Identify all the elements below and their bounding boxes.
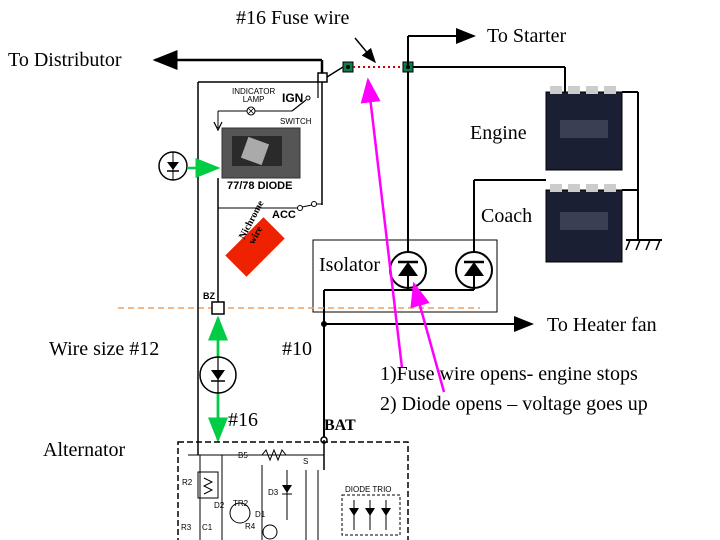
- diode-trio: [341, 494, 401, 536]
- alternator-diode: [199, 356, 237, 394]
- engine-label: Engine: [470, 122, 527, 144]
- wire-16-label: #16: [228, 409, 258, 431]
- callout-fuse-arrow: [360, 77, 404, 369]
- ign-terminal: [317, 72, 328, 83]
- coach-label: Coach: [481, 205, 533, 227]
- d2-label: D2: [214, 501, 225, 510]
- callout-diode-arrow: [410, 281, 446, 393]
- isolator-diode-coach: [455, 251, 493, 290]
- ground-symbol: [625, 239, 662, 251]
- d1-label: D1: [255, 510, 266, 519]
- wire-size-12-label: Wire size #12: [49, 338, 160, 360]
- r4-label: R4: [245, 522, 256, 531]
- s-label: S: [303, 457, 309, 466]
- engine-battery: [545, 86, 623, 171]
- bat-label: BAT: [324, 417, 356, 434]
- fuse-label-arrow: [354, 37, 376, 64]
- alternator-box: [177, 441, 409, 540]
- isolator-label: Isolator: [319, 254, 381, 276]
- bz-label: BZ: [203, 291, 215, 301]
- diode-trio-label: DIODE TRIO: [345, 485, 392, 494]
- indicator-diode-left: [158, 151, 188, 181]
- isolator-diode-engine: [389, 251, 427, 290]
- tr2-label: TR2: [233, 499, 249, 508]
- ign-label: IGN: [282, 91, 304, 105]
- to-starter-label: To Starter: [487, 25, 567, 47]
- acc-label: ACC: [272, 209, 296, 221]
- indicator-lamp-label: INDICATOR LAMP: [232, 87, 276, 105]
- switch-label: SWITCH: [280, 117, 312, 126]
- alternator-label: Alternator: [43, 439, 126, 461]
- wire-10-label: #10: [282, 338, 312, 360]
- coach-battery: [545, 184, 623, 263]
- indicator-lamp: [246, 106, 256, 116]
- acc-switch: [297, 201, 322, 211]
- bz-terminal: [211, 301, 225, 315]
- fuse-wire-label: #16 Fuse wire: [236, 7, 350, 29]
- nichrome-wire: [225, 217, 285, 277]
- to-distributor-label: To Distributor: [8, 49, 122, 71]
- note-fuse-opens: 1)Fuse wire opens- engine stops: [380, 363, 638, 385]
- r2-label: R2: [182, 478, 193, 487]
- note-diode-opens: 2) Diode opens – voltage goes up: [380, 393, 648, 415]
- b5-label: B5: [238, 451, 248, 460]
- r3-label: R3: [181, 523, 192, 532]
- isolator-box: [312, 239, 498, 313]
- to-heater-fan-label: To Heater fan: [547, 314, 657, 336]
- c1-label: C1: [202, 523, 213, 532]
- diode-7778-label: 77/78 DIODE: [227, 180, 293, 192]
- d3-label: D3: [268, 488, 279, 497]
